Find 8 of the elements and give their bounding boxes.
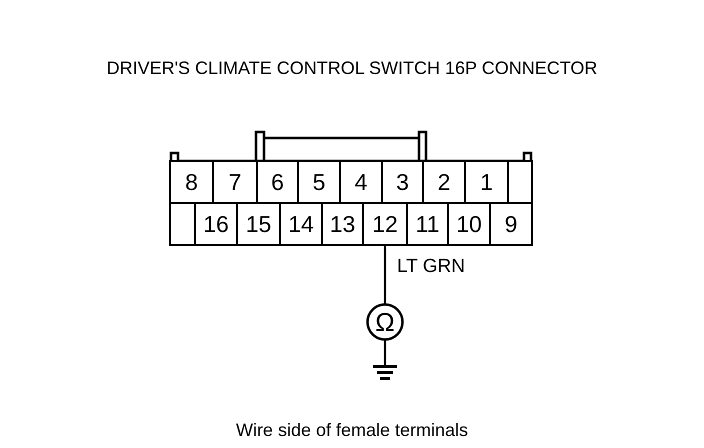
terminal-cell: 9 — [489, 202, 533, 246]
empty-terminal-cell — [169, 202, 196, 246]
title: DRIVER'S CLIMATE CONTROL SWITCH 16P CONNECTOR — [106, 58, 598, 79]
caption: Wire side of female terminals — [234, 420, 470, 441]
ohmmeter-symbol: Ω — [366, 303, 404, 341]
terminal-cell: 8 — [169, 160, 214, 204]
connector-housing — [169, 130, 533, 246]
empty-terminal-cell — [507, 160, 533, 204]
